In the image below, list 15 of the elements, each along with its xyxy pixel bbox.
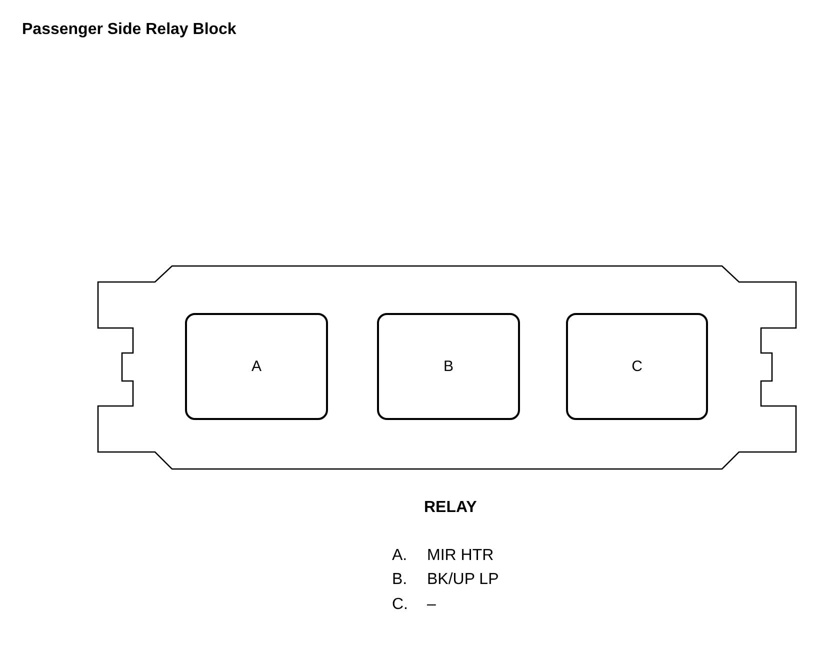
diagram-title: Passenger Side Relay Block — [22, 21, 236, 39]
relay-letter: C — [632, 358, 642, 375]
relay-function: MIR HTR — [427, 547, 494, 565]
list-letter: B. — [392, 571, 408, 589]
relay-function: BK/UP LP — [427, 571, 499, 589]
relay-socket — [185, 313, 328, 420]
relay-socket — [377, 313, 520, 420]
relay-socket — [566, 313, 708, 420]
relay-letter: B — [443, 358, 454, 375]
relay-letter: A — [251, 358, 262, 375]
relay-block-outline — [97, 265, 797, 470]
list-letter: C. — [392, 596, 408, 614]
legend-heading: RELAY — [424, 499, 477, 517]
list-letter: A. — [392, 547, 408, 565]
relay-function: – — [427, 596, 436, 614]
